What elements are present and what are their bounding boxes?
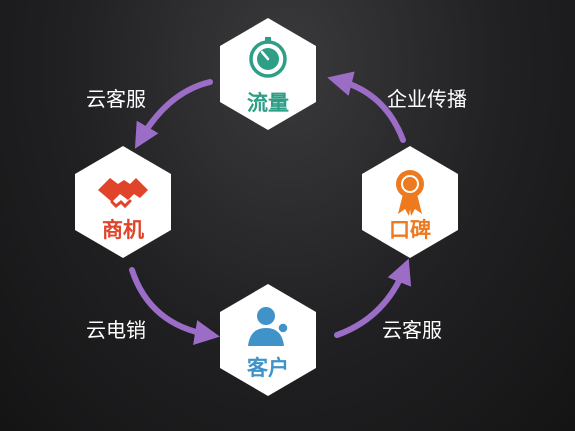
handshake-icon: [98, 178, 148, 209]
node-customer: 客户: [220, 284, 316, 396]
edge-label-business-to-customer: 云电销: [86, 318, 146, 342]
node-reputation: 口碑: [362, 146, 458, 258]
node-label-business: 商机: [102, 218, 144, 242]
edge-label-reputation-to-traffic: 企业传播: [387, 87, 467, 111]
arrow-business-to-customer: [129, 267, 220, 345]
node-label-traffic: 流量: [247, 91, 289, 115]
edge-label-traffic-to-business: 云客服: [86, 87, 146, 111]
arrow-customer-to-reputation: [334, 258, 412, 338]
node-label-reputation: 口碑: [389, 218, 431, 242]
arrow-reputation-to-traffic: [327, 71, 406, 143]
node-label-customer: 客户: [247, 356, 289, 380]
arrow-traffic-to-business: [134, 79, 213, 149]
ribbon-award-icon: [396, 170, 424, 216]
node-business: 商机: [75, 146, 171, 258]
node-traffic: 流量: [220, 18, 316, 130]
person-icon: [248, 307, 289, 346]
stopwatch-icon: [249, 37, 287, 78]
edge-label-customer-to-reputation: 云客服: [382, 318, 442, 342]
